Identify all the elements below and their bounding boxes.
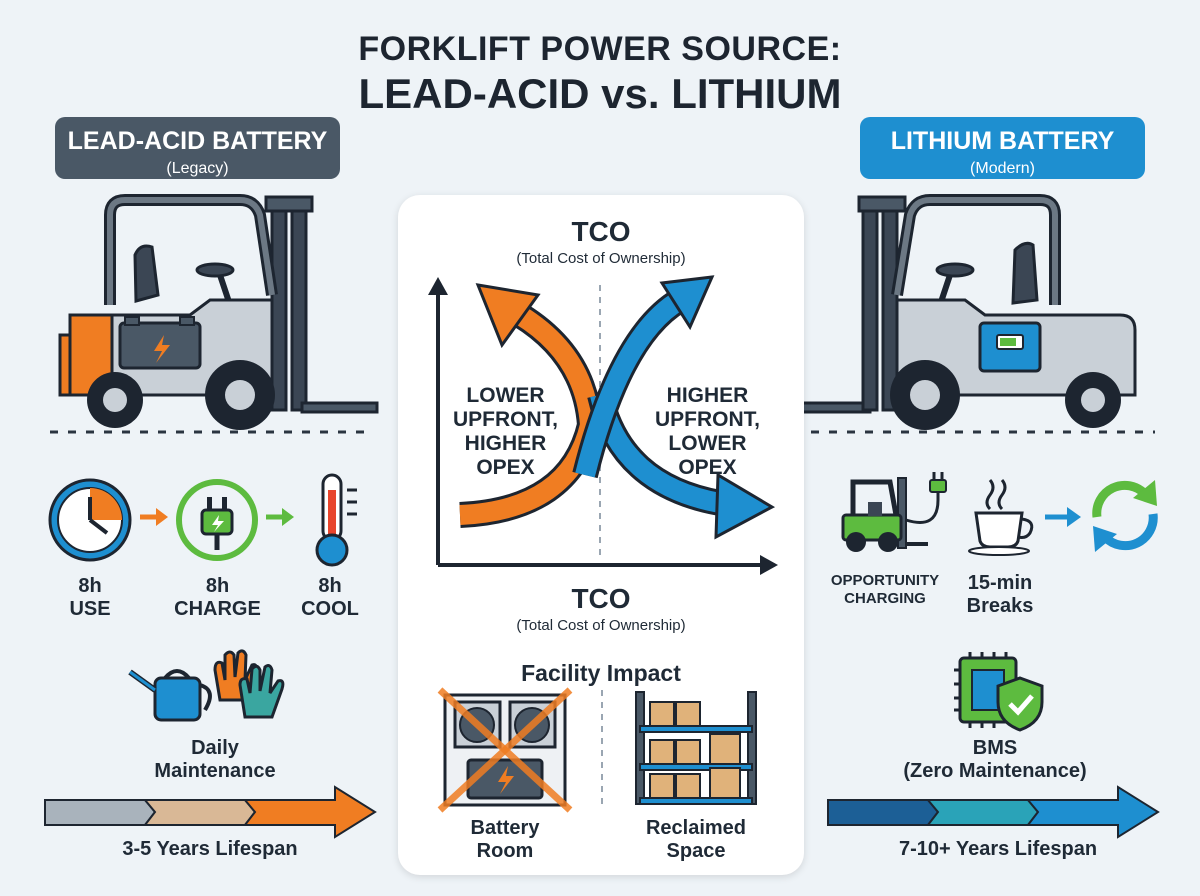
- small-forklift-charging-icon: [841, 472, 947, 552]
- left-curve-label: LOWER UPFRONT, HIGHER OPEX: [438, 384, 573, 480]
- cycle-charge-label: CHARGE: [174, 598, 261, 620]
- lead-acid-badge: LEAD-ACID BATTERY (Legacy): [55, 117, 340, 179]
- battery-room-line-1: Battery: [470, 817, 540, 839]
- watering-can-icon: [128, 669, 212, 722]
- left-curve-line-3: HIGHER: [464, 432, 547, 455]
- lithium-badge-sub: (Modern): [970, 160, 1035, 177]
- right-curve-label: HIGHER UPFRONT, LOWER OPEX: [640, 384, 775, 480]
- lead-acid-lifespan: 3-5 Years Lifespan: [122, 838, 298, 860]
- arrow-right-icon: [140, 508, 168, 526]
- daily-maintenance-line-2: Maintenance: [154, 760, 276, 782]
- cycle-charge-value: 8h: [205, 575, 230, 597]
- title-line-1: FORKLIFT POWER SOURCE:: [358, 30, 842, 68]
- battery-room-label: Battery Room: [440, 817, 570, 863]
- refresh-cycle-icon: [1092, 480, 1158, 552]
- facility-divider: [601, 690, 603, 810]
- cycle-use-value: 8h: [78, 575, 102, 597]
- cycle-cool-value: 8h: [318, 575, 342, 597]
- title-line-2: LEAD-ACID vs. LITHIUM: [358, 70, 842, 117]
- cycle-use-label: USE: [69, 598, 111, 620]
- cycle-cool: 8h COOL: [285, 575, 375, 621]
- tco-bottom-title: TCO: [571, 583, 631, 614]
- opportunity-line-1: OPPORTUNITY: [830, 572, 940, 589]
- right-curve-line-1: HIGHER: [666, 384, 749, 407]
- bms-label: BMS (Zero Maintenance): [870, 737, 1120, 783]
- tco-top-title: TCO: [571, 216, 631, 247]
- lithium-badge-title: LITHIUM BATTERY: [890, 127, 1115, 155]
- left-curve-line-2: UPFRONT,: [453, 408, 558, 431]
- bms-line-1: BMS: [972, 737, 1018, 759]
- bms-line-2: (Zero Maintenance): [903, 760, 1087, 782]
- lithium-lifespan-arrow: [827, 785, 1160, 839]
- thermometer-icon: [315, 473, 357, 567]
- battery-room-icon: [437, 687, 573, 813]
- reclaimed-space-line-1: Reclaimed: [645, 817, 747, 839]
- lithium-badge: LITHIUM BATTERY (Modern): [860, 117, 1145, 179]
- lead-acid-badge-sub: (Legacy): [166, 160, 229, 177]
- opportunity-line-2: CHARGING: [844, 590, 926, 607]
- reclaimed-space-line-2: Space: [666, 840, 726, 862]
- facility-impact-title: Facility Impact: [521, 660, 681, 686]
- battery-room-line-2: Room: [476, 840, 534, 862]
- arrow-right-icon: [266, 508, 294, 526]
- gloves-icon: [213, 649, 285, 719]
- left-curve-line-4: OPEX: [476, 456, 535, 479]
- left-curve-line-1: LOWER: [466, 384, 545, 407]
- bms-chip-shield-icon: [954, 652, 1044, 732]
- lithium-lifespan: 7-10+ Years Lifespan: [898, 838, 1098, 860]
- lithium-forklift-icon: [773, 194, 1155, 434]
- daily-maintenance-label: Daily Maintenance: [120, 737, 310, 783]
- tco-top-subtitle: (Total Cost of Ownership): [516, 250, 686, 267]
- lead-acid-badge-title: LEAD-ACID BATTERY: [67, 127, 328, 155]
- breaks-line-1: 15-min: [967, 572, 1033, 594]
- daily-maintenance-line-1: Daily: [191, 737, 239, 759]
- cycle-charge: 8h CHARGE: [160, 575, 275, 621]
- plug-icon: [176, 479, 258, 561]
- right-curve-line-2: UPFRONT,: [655, 408, 760, 431]
- clock-icon: [48, 478, 132, 562]
- coffee-cup-icon: [968, 479, 1034, 556]
- tco-crossover-chart: [428, 275, 778, 575]
- lead-acid-lifespan-arrow: [44, 785, 377, 839]
- lead-acid-forklift-icon: [50, 194, 379, 434]
- right-curve-line-4: OPEX: [678, 456, 737, 479]
- cycle-use: 8h USE: [40, 575, 140, 621]
- breaks-label: 15-min Breaks: [950, 572, 1050, 618]
- tco-bottom-subtitle: (Total Cost of Ownership): [516, 617, 686, 634]
- right-curve-line-3: LOWER: [668, 432, 747, 455]
- reclaimed-space-icon: [635, 691, 757, 805]
- arrow-right-icon: [1045, 507, 1081, 527]
- reclaimed-space-label: Reclaimed Space: [622, 817, 770, 863]
- breaks-line-2: Breaks: [966, 595, 1034, 617]
- cycle-cool-label: COOL: [301, 598, 359, 620]
- opportunity-charging-label: OPPORTUNITY CHARGING: [820, 572, 950, 608]
